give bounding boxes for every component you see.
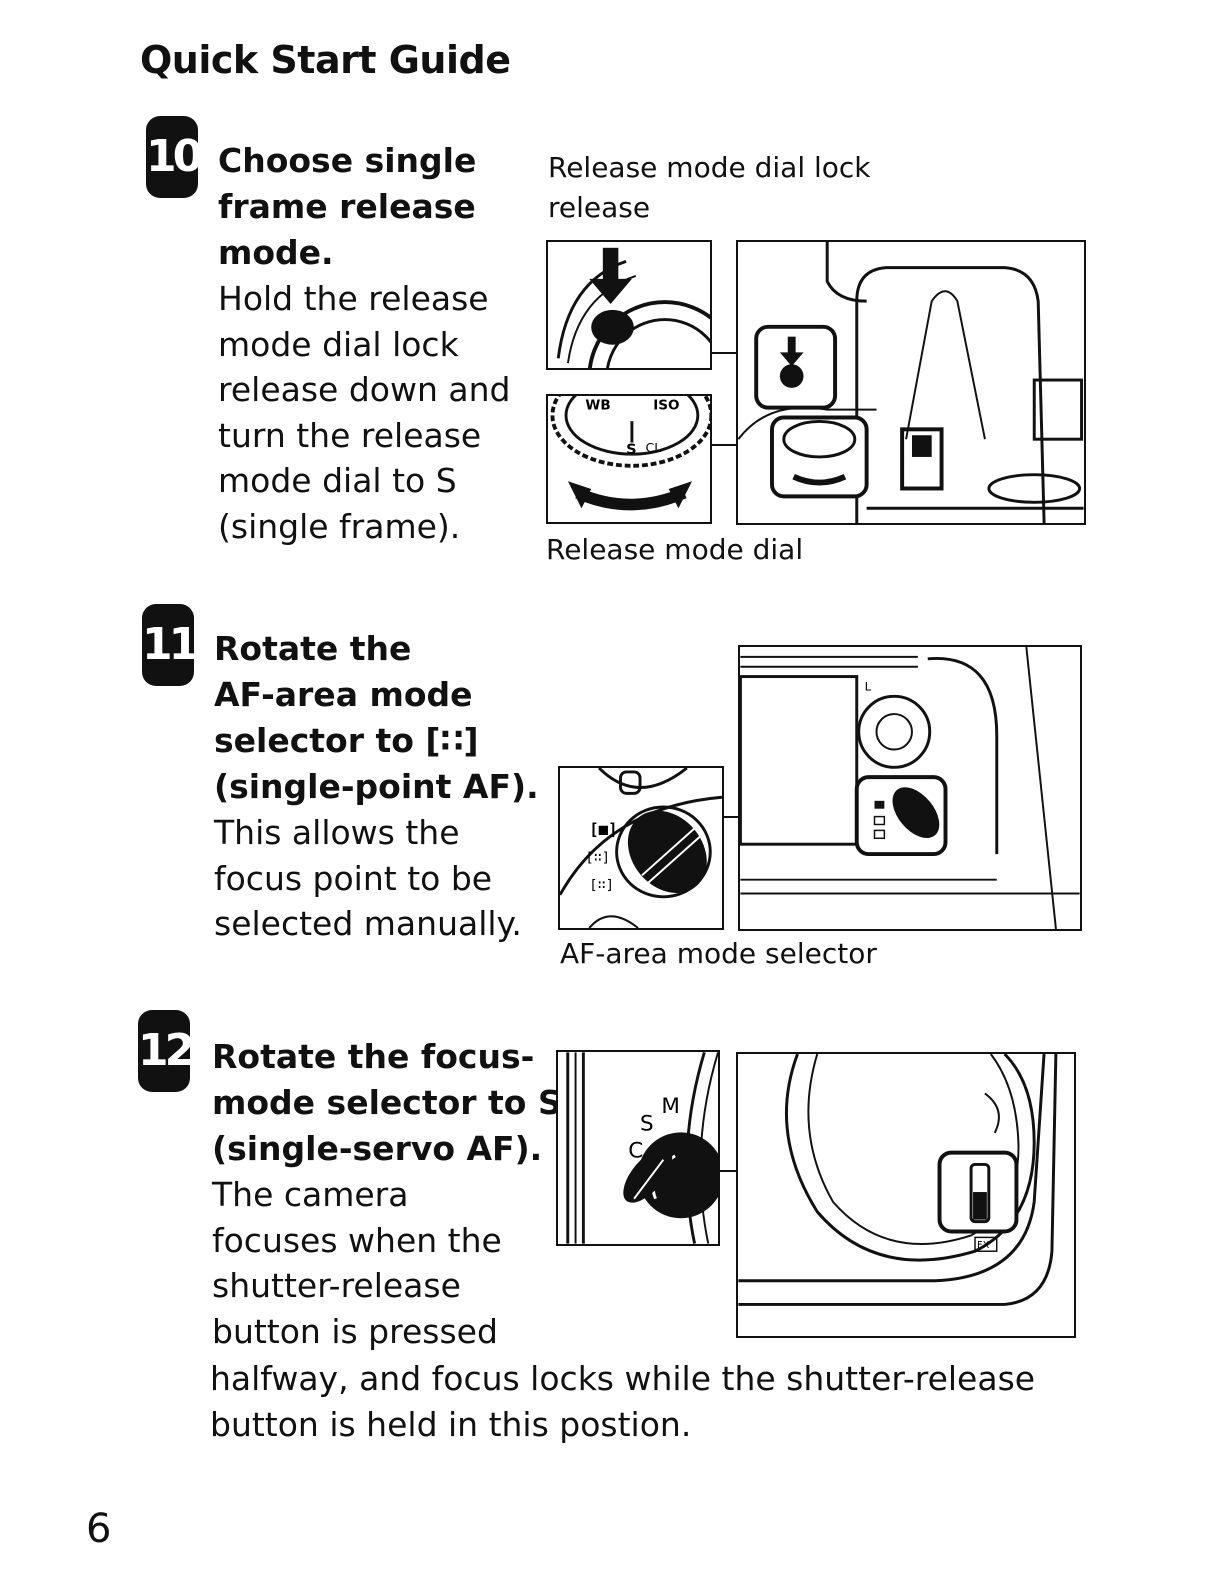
- af-mark-dynamic: [■]: [589, 820, 617, 838]
- step-12-text: Rotate the focus- mode selector to S (si…: [212, 1034, 562, 1354]
- step-body-line: mode dial lock: [218, 324, 459, 364]
- step-11-text: Rotate the AF-area mode selector to [∷] …: [214, 626, 539, 947]
- af-mark-3d: [∷]: [585, 850, 610, 866]
- step-title-line: (single-point AF).: [214, 767, 539, 806]
- af-area-selector-caption: AF-area mode selector: [560, 937, 877, 970]
- step-body-line: button is pressed: [212, 1311, 498, 1351]
- step-body-line: focus point to be: [214, 858, 493, 898]
- step-body-line: shutter-release: [212, 1266, 461, 1305]
- step-12-continuation: halfway, and focus locks while the shutt…: [210, 1356, 1035, 1447]
- step-body-line: Hold the release: [218, 279, 489, 318]
- step-body-line: focuses when the: [212, 1220, 502, 1260]
- camera-front-view-figure: FX: [736, 1052, 1076, 1338]
- page-title: Quick Start Guide: [140, 38, 511, 82]
- af-area-selector-closeup-figure: [■] [∷] [∷]: [558, 766, 724, 930]
- step-body-line: button is held in this postion.: [210, 1404, 692, 1444]
- dial-label-cl: CL: [645, 440, 661, 455]
- step-body-line: halfway, and focus locks while the shutt…: [210, 1359, 1036, 1398]
- step-number-badge: 11: [142, 604, 199, 686]
- focus-label-m: M: [661, 1094, 680, 1119]
- step-number-badge: 10: [146, 116, 203, 198]
- step-body-line: This allows the: [214, 813, 460, 852]
- connector-line: [712, 352, 756, 354]
- dial-label-iso: ISO: [653, 398, 679, 414]
- dial-label-s: S: [626, 442, 636, 458]
- lock-release-caption: Release mode dial lock release: [548, 148, 871, 228]
- step-title-line: mode.: [218, 233, 334, 272]
- page-number: 6: [86, 1506, 112, 1552]
- step-title-line: selector to [∷]: [214, 721, 479, 760]
- focus-label-s: S: [640, 1111, 654, 1136]
- step-body-line: selected manually.: [214, 904, 522, 943]
- release-mode-dial-caption: Release mode dial: [546, 533, 804, 566]
- step-body-line: The camera: [212, 1175, 409, 1214]
- step-title-line: (single-servo AF).: [212, 1129, 543, 1168]
- release-mode-dial-closeup-figure: WB ISO S CL: [546, 394, 712, 524]
- dial-label-wb: WB: [585, 398, 610, 414]
- af-mark-single: [∷]: [589, 877, 614, 893]
- step-body-line: release down and: [218, 370, 511, 409]
- dial-label-l: L: [865, 679, 872, 693]
- step-title-line: Rotate the: [214, 629, 412, 668]
- focus-label-c: C: [628, 1139, 643, 1164]
- focus-mode-selector-closeup-figure: M S C: [556, 1050, 720, 1246]
- fx-badge: FX: [977, 1240, 990, 1251]
- camera-back-view-figure: L: [738, 645, 1082, 931]
- caption-line: Release mode dial lock: [548, 151, 871, 184]
- step-title-line: mode selector to S: [212, 1083, 562, 1122]
- camera-top-view-figure: [736, 240, 1086, 525]
- step-title-line: Rotate the focus-: [212, 1037, 535, 1076]
- step-number-badge: 12: [138, 1010, 195, 1092]
- step-body-line: (single frame).: [218, 506, 461, 546]
- step-10-text: Choose single frame release mode. Hold t…: [218, 138, 510, 549]
- lock-release-closeup-figure: [546, 240, 712, 370]
- step-title-line: frame release: [218, 187, 476, 226]
- step-title-line: AF-area mode: [214, 675, 473, 714]
- caption-line: release: [548, 191, 651, 224]
- step-body-line: turn the release: [218, 415, 482, 455]
- step-title-line: Choose single: [218, 141, 477, 180]
- step-body-line: mode dial to S: [218, 461, 457, 500]
